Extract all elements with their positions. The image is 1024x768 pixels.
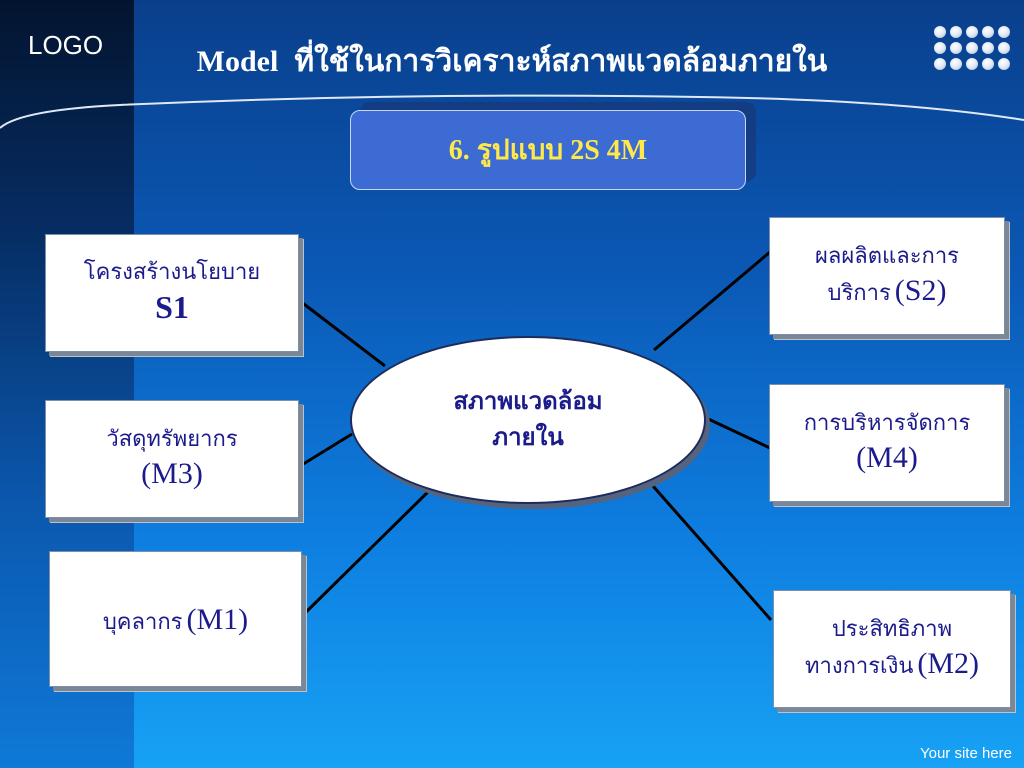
box-m2-code: (M2) xyxy=(917,646,980,680)
box-m1: บุคลากร (M1) xyxy=(49,551,302,687)
box-m3: วัสดุทรัพยากร (M3) xyxy=(45,400,299,518)
box-s1-code: S1 xyxy=(155,288,189,325)
box-s2-label2: บริการ xyxy=(827,279,891,305)
box-m3-label: วัสดุทรัพยากร xyxy=(106,426,238,452)
logo: LOGO xyxy=(28,30,104,60)
slide-title: Model ที่ใช้ในการวิเคราะห์สภาพแวดล้อมภายใ… xyxy=(0,38,1024,85)
header-swoosh xyxy=(0,94,1024,129)
box-m2-label1: ประสิทธิภาพ xyxy=(831,616,953,642)
connector-m2 xyxy=(651,485,773,621)
connector-m3 xyxy=(299,432,353,468)
box-m1-label: บุคลากร xyxy=(102,608,183,634)
box-s1: โครงสร้างนโยบาย S1 xyxy=(45,234,299,352)
center-line2: ภายใน xyxy=(492,425,564,451)
box-m2: ประสิทธิภาพ ทางการเงิน (M2) xyxy=(773,590,1011,708)
box-s2-code: (S2) xyxy=(894,273,947,307)
heading-text: 6. รูปแบบ 2S 4M xyxy=(448,135,648,166)
box-s1-label: โครงสร้างนโยบาย xyxy=(83,258,261,284)
center-line1: สภาพแวดล้อม xyxy=(453,389,603,415)
box-m1-line: บุคลากร (M1) xyxy=(103,600,248,639)
box-m4-code: (M4) xyxy=(856,440,918,474)
connector-s2 xyxy=(653,250,771,352)
connector-m4 xyxy=(701,414,771,450)
box-s2-label1: ผลผลิตและการ xyxy=(815,243,959,269)
box-m3-code: (M3) xyxy=(141,456,203,490)
connector-m1 xyxy=(298,482,438,620)
center-ellipse: สภาพแวดล้อม ภายใน xyxy=(350,336,706,504)
title-thai: ที่ใช้ในการวิเคราะห์สภาพแวดล้อมภายใน xyxy=(294,45,828,78)
box-m2-label2: ทางการเงิน xyxy=(804,652,914,678)
dots-decoration xyxy=(934,26,1010,80)
connector-s1 xyxy=(299,299,386,368)
box-m4-label: การบริหารจัดการ xyxy=(803,410,971,436)
box-m2-line2: ทางการเงิน (M2) xyxy=(805,644,979,683)
footer-site: Your site here xyxy=(919,745,1012,762)
title-model: Model xyxy=(196,45,279,78)
box-s2-line2: บริการ (S2) xyxy=(828,271,947,310)
heading-box: 6. รูปแบบ 2S 4M xyxy=(350,110,746,190)
box-m4: การบริหารจัดการ (M4) xyxy=(769,384,1005,502)
box-s2: ผลผลิตและการ บริการ (S2) xyxy=(769,217,1005,335)
box-m1-code: (M1) xyxy=(186,602,249,636)
